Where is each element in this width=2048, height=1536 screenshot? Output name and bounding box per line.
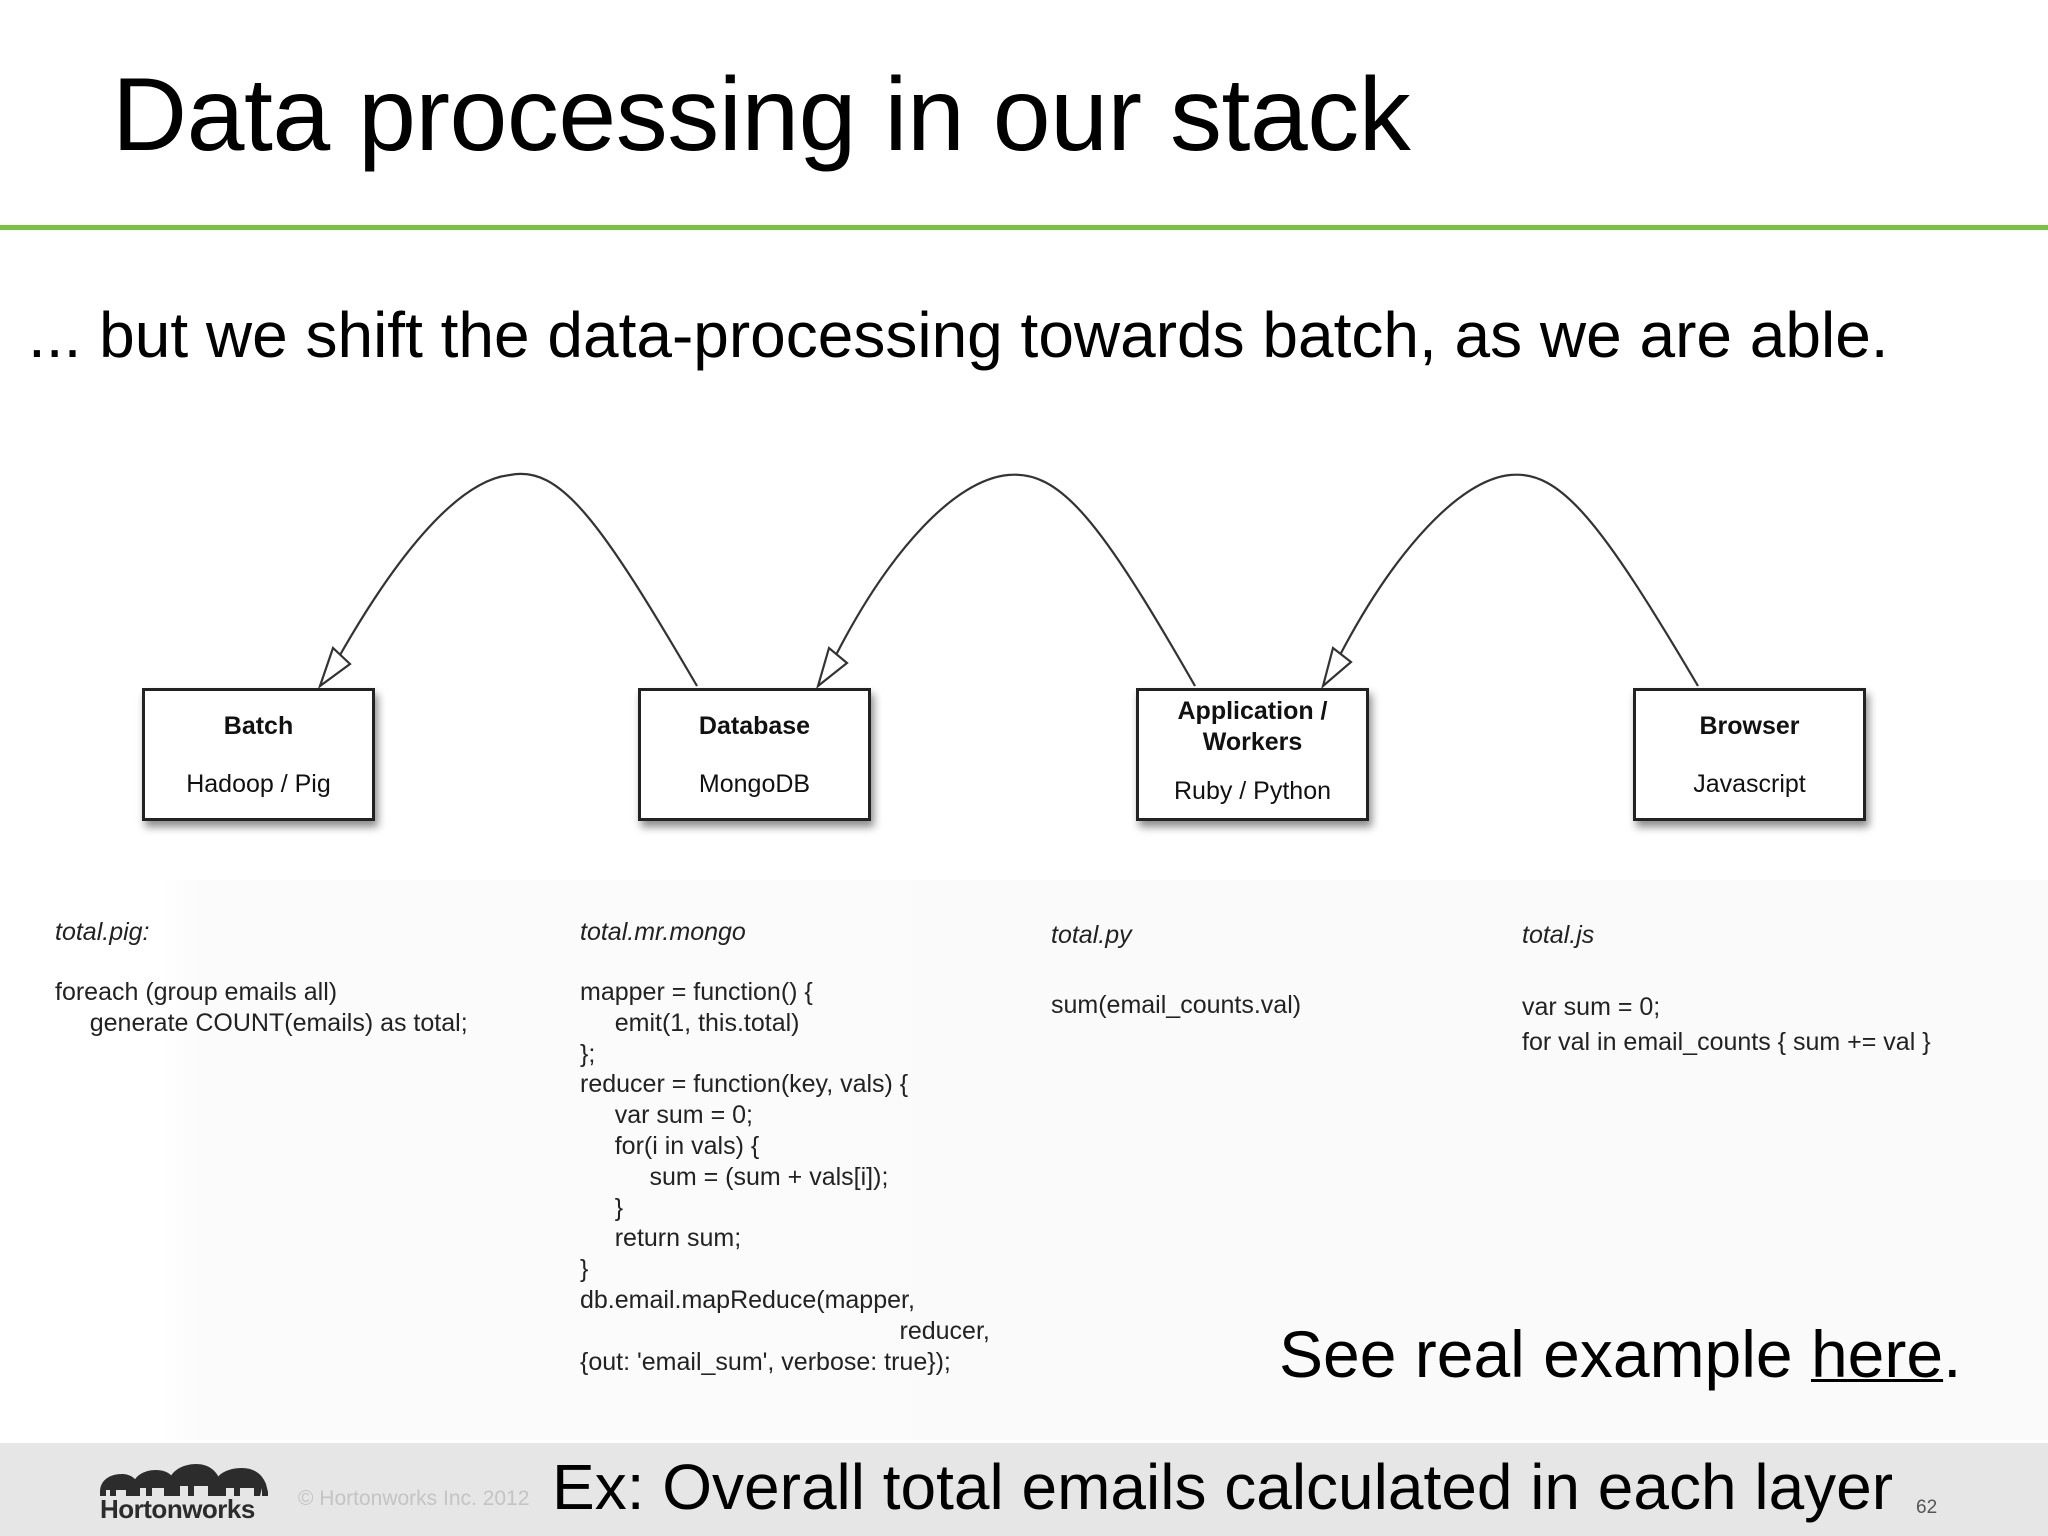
box-batch-tech: Hadoop / Pig [186, 770, 331, 798]
title-divider [0, 225, 2048, 230]
page-number: 62 [1916, 1497, 1938, 1518]
see-example-suffix: . [1943, 1317, 1962, 1391]
box-application-tech: Ruby / Python [1173, 777, 1332, 805]
box-batch-name: Batch [223, 712, 294, 740]
code-block-mongo: mapper = function() { emit(1, this.total… [580, 978, 990, 1376]
slide-subtitle: ... but we shift the data-processing tow… [28, 299, 1889, 371]
box-browser-name: Browser [1699, 712, 1800, 740]
box-database-tech: MongoDB [698, 770, 811, 798]
box-database-name: Database [698, 712, 811, 740]
box-browser-tech: Javascript [1693, 770, 1806, 798]
box-batch: Batch Hadoop / Pig [142, 688, 375, 821]
code-panel [0, 880, 2048, 1440]
code-file-js: total.js [1522, 921, 1595, 949]
code-block-python: sum(email_counts.val) [1051, 991, 1302, 1019]
box-application: Application / Workers Ruby / Python [1136, 688, 1369, 821]
code-file-pig: total.pig: [55, 918, 150, 946]
footer-bar [0, 1443, 2048, 1536]
box-database: Database MongoDB [638, 688, 871, 821]
code-file-mongo: total.mr.mongo [580, 918, 746, 946]
slide-title: Data processing in our stack [112, 57, 1411, 173]
code-block-pig: foreach (group emails all) generate COUN… [55, 978, 468, 1037]
box-application-name: Application / Workers [1177, 697, 1328, 756]
hortonworks-logo-text: Hortonworks [100, 1494, 255, 1524]
hortonworks-elephants-icon [100, 1464, 268, 1496]
arrow-browser-to-application [1339, 473, 1699, 687]
footer-copyright: © Hortonworks Inc. 2012 [298, 1487, 530, 1510]
arrowhead-batch [317, 646, 352, 689]
footer-caption: Ex: Overall total emails calculated in e… [552, 1451, 1894, 1523]
see-example-link[interactable]: here [1810, 1317, 1944, 1391]
box-browser: Browser Javascript [1633, 688, 1866, 821]
arrowhead-application [1321, 646, 1353, 690]
code-file-python: total.py [1051, 921, 1132, 949]
arrow-database-to-batch [339, 472, 698, 687]
code-block-js: var sum = 0; for val in email_counts { s… [1522, 993, 1931, 1056]
see-example-prefix: See real example [1279, 1317, 1811, 1391]
arrow-application-to-database [835, 473, 1196, 687]
see-example-text: See real example here. [1279, 1316, 1961, 1392]
arrowhead-database [815, 646, 849, 690]
